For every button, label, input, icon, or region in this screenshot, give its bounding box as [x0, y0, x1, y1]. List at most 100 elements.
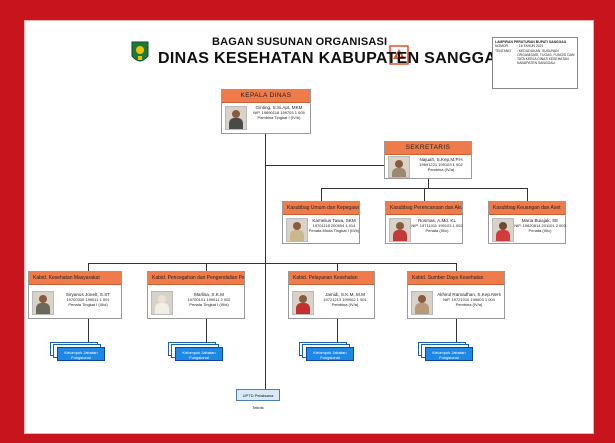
connector-sek-down — [428, 179, 429, 188]
subbag-perencanaan-title: Kasubbag Perencanaan dan Akuntabilitas K… — [386, 202, 462, 215]
bidang-p2p-box: Kabid. Pencegahan dan Pengendalian Penya… — [147, 271, 245, 319]
bidang-yankes-rank: Pembina (IV/a) — [331, 302, 359, 308]
lampiran-nomor-row: NOMOR : 16 TAHUN 2021 — [495, 44, 575, 48]
bidang-sdk-photo — [411, 291, 433, 315]
bidang-kesmas-info: Siryanus Jonelt, S.ST 19700330 199011 1 … — [55, 292, 121, 308]
fungsional-group-4: Kelompok Jabatan Fungsional — [418, 342, 474, 361]
bidang-yankes-info: Jamidi, S.K.M, M.M 19721213 199902 1 001… — [315, 292, 375, 308]
subbag-keuangan-box: Kasubbag Keuangan dan Aset Maria Buiajak… — [488, 201, 566, 244]
connector-main-vertical — [265, 134, 266, 389]
subbag-perencanaan-photo — [389, 218, 411, 242]
subbag-umum-title: Kasubbag Umum dan Kepegawaian — [283, 202, 359, 215]
kepala-dinas-photo — [225, 106, 247, 130]
connector-group-2 — [206, 319, 207, 342]
bidang-sdk-info: Akhirul Ramadhan, S.Kep.Ners NIP. 197210… — [434, 292, 504, 308]
bidang-p2p-info: Marlisa, S.K.M 19700101 199011 2 002 Pen… — [174, 292, 244, 308]
lampiran-tentang-label: TENTANG — [495, 48, 511, 53]
sekretaris-name: Najuah, S.Kep,M.P.H — [419, 157, 463, 162]
bidang-yankes-box: Kabid. Pelayanan Kesehatan Jamidi, S.K.M… — [288, 271, 375, 319]
connector-group-4 — [456, 319, 457, 342]
bidang-kesmas-title: Kabid. Kesehatan Masyarakat — [29, 272, 121, 285]
connector-to-sekretaris — [265, 165, 384, 166]
sekretaris-nip: 19691221 199103 1 002 — [419, 162, 463, 168]
bidang-yankes-title: Kabid. Pelayanan Kesehatan — [289, 272, 374, 285]
bidang-sdk-title: Kabid. Sumber Daya Kesehatan — [408, 272, 504, 285]
fungsional-group-1-label: Kelompok Jabatan Fungsional — [57, 347, 105, 361]
connector-group-3 — [337, 319, 338, 342]
bidang-p2p-photo — [151, 291, 173, 315]
sekretaris-rank: Pembina (IV/a) — [427, 167, 455, 173]
bidang-kesmas-box: Kabid. Kesehatan Masyarakat Siryanus Jon… — [28, 271, 122, 319]
lampiran-nomor-label: NOMOR — [495, 44, 508, 49]
bidang-p2p-nip: 19700101 199011 2 002 — [187, 297, 231, 303]
bidang-yankes-nip: 19721213 199902 1 001 — [323, 297, 367, 303]
bidang-p2p-rank: Penata Tingkat I (III/d) — [189, 302, 229, 308]
lampiran-title: LAMPIRAN PERATURAN BUPATI SANGGAU — [495, 40, 567, 44]
connector-bidang-2 — [206, 263, 207, 271]
kepala-dinas-title: KEPALA DINAS — [222, 90, 310, 103]
sekretaris-title: SEKRETARIS — [385, 142, 471, 155]
fungsional-group-2-label: Kelompok Jabatan Fungsional — [175, 347, 223, 361]
connector-bidang-3 — [337, 263, 338, 271]
bidang-sdk-name: Akhirul Ramadhan, S.Kep.Ners — [437, 292, 501, 297]
subbag-keuangan-name: Maria Buiajak, SE — [521, 218, 559, 223]
subbag-keuangan-rank: Penata (III/c) — [528, 228, 552, 234]
lampiran-nomor-value: : 16 TAHUN 2021 — [517, 44, 544, 49]
connector-group-1 — [88, 319, 89, 342]
lampiran-box: LAMPIRAN PERATURAN BUPATI SANGGAU NOMOR … — [492, 37, 578, 89]
fungsional-group-3: Kelompok Jabatan Fungsional — [299, 342, 355, 361]
connector-subbag-1 — [321, 188, 322, 201]
bidang-sdk-rank: Pembina (IV/a) — [455, 302, 483, 308]
kepala-dinas-info: Ginting, S.Si.Apt, MKM NIP. 19690118 199… — [248, 105, 310, 121]
bidang-p2p-name: Marlisa, S.K.M — [194, 292, 224, 297]
fungsional-group-2: Kelompok Jabatan Fungsional — [168, 342, 224, 361]
subbag-keuangan-title: Kasubbag Keuangan dan Aset — [489, 202, 565, 215]
bidang-yankes-name: Jamidi, S.K.M, M.M — [325, 292, 365, 297]
sekretaris-box: SEKRETARIS Najuah, S.Kep,M.P.H 19691221 … — [384, 141, 472, 179]
kepala-dinas-nip: NIP. 19690118 199703 1 005 — [253, 110, 305, 116]
lampiran-tentang-value: : KEDUDUKAN, SUSUNAN ORGANISASI, TUGAS, … — [517, 48, 575, 66]
subbag-umum-nip: 19701118 200604 1 014 — [312, 223, 356, 229]
subbag-perencanaan-rank: Penata (III/c) — [425, 228, 449, 234]
health-logo-icon — [389, 45, 409, 65]
bidang-kesmas-photo — [32, 291, 54, 315]
subbag-keuangan-info: Maria Buiajak, SE NIP. 19820814 201101 2… — [514, 218, 566, 234]
subbag-umum-rank: Penata Muda Tingkat I (III/b) — [308, 228, 360, 234]
fungsional-group-4-label: Kelompok Jabatan Fungsional — [425, 347, 473, 361]
subbag-umum-info: Kamelius Tawa, SKM 19701118 200604 1 014… — [308, 218, 360, 234]
bidang-sdk-box: Kabid. Sumber Daya Kesehatan Akhirul Ram… — [407, 271, 505, 319]
bidang-yankes-photo — [292, 291, 314, 315]
fungsional-group-3-label: Kelompok Jabatan Fungsional — [306, 347, 354, 361]
bidang-kesmas-rank: Penata Tingkat I (III/d) — [68, 302, 108, 308]
chart-title-small: BAGAN SUSUNAN ORGANISASI — [212, 36, 388, 48]
subbag-keuangan-photo — [492, 218, 514, 242]
subbag-umum-photo — [286, 218, 308, 242]
bidang-kesmas-name: Siryanus Jonelt, S.ST — [65, 292, 111, 297]
subbag-perencanaan-info: Rosmas, A.Md. KL NIP. 19711011 199103 1 … — [411, 218, 463, 234]
chart-title-big: DINAS KESEHATAN KABUPATEN SANGGAU — [158, 50, 509, 67]
sekretaris-photo — [388, 156, 410, 178]
subbag-umum-name: Kamelius Tawa, SKM — [312, 218, 356, 223]
bidang-sdk-nip: NIP. 19721010 199603 1 004 — [443, 297, 495, 303]
kepala-dinas-name: Ginting, S.Si.Apt, MKM — [255, 105, 303, 110]
uptd-box: UPTD Pelaksana Teknis — [236, 389, 280, 410]
connector-bidang-1 — [88, 263, 89, 271]
regency-emblem-icon — [131, 41, 149, 62]
connector-subbag-3 — [527, 188, 528, 201]
fungsional-group-1: Kelompok Jabatan Fungsional — [50, 342, 106, 361]
connector-bidang-bar — [88, 263, 456, 264]
subbag-perencanaan-name: Rosmas, A.Md. KL — [417, 218, 457, 223]
subbag-umum-box: Kasubbag Umum dan Kepegawaian Kamelius T… — [282, 201, 360, 244]
subbag-perencanaan-box: Kasubbag Perencanaan dan Akuntabilitas K… — [385, 201, 463, 244]
bidang-p2p-title: Kabid. Pencegahan dan Pengendalian Penya… — [148, 272, 244, 285]
lampiran-tentang-row: TENTANG : KEDUDUKAN, SUSUNAN ORGANISASI,… — [495, 49, 575, 66]
connector-bidang-4 — [456, 263, 457, 271]
subbag-perencanaan-nip: NIP. 19711011 199103 1 002 — [411, 223, 463, 229]
subbag-keuangan-nip: NIP. 19820814 201101 2 003 — [514, 223, 566, 229]
connector-subbag-2 — [424, 188, 425, 201]
sekretaris-info: Najuah, S.Kep,M.P.H 19691221 199103 1 00… — [411, 157, 471, 173]
kepala-dinas-box: KEPALA DINAS Ginting, S.Si.Apt, MKM NIP.… — [221, 89, 311, 134]
kepala-dinas-rank: Pembina Tingkat I (IV/b) — [257, 115, 301, 121]
bidang-kesmas-nip: 19700330 199011 1 001 — [66, 297, 110, 303]
